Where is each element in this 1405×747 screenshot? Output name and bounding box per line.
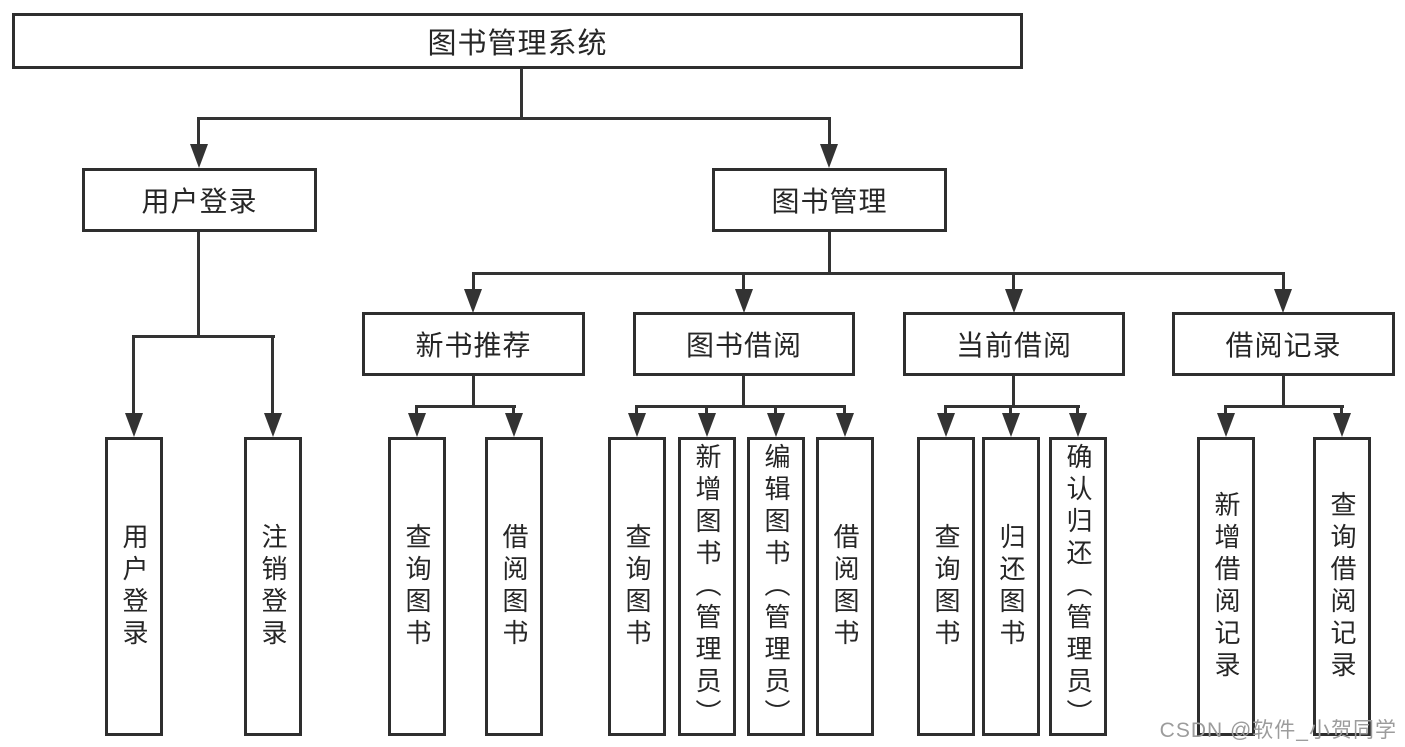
leaf-label: 新增借阅记录: [1211, 490, 1241, 683]
node-leaf-edit-book-admin: 编辑图书（管理员）: [747, 437, 805, 736]
connector-bookborrow-vline: [742, 375, 745, 407]
node-new-books: 新书推荐: [362, 312, 585, 376]
connector-stem: [271, 335, 274, 416]
arrowhead-down-icon: [1005, 289, 1023, 313]
arrowhead-down-icon: [820, 144, 838, 168]
connector-stem: [415, 405, 418, 416]
node-root: 图书管理系统: [12, 13, 1023, 69]
node-user-login: 用户登录: [82, 168, 317, 232]
arrowhead-down-icon: [1274, 289, 1292, 313]
arrowhead-down-icon: [767, 413, 785, 437]
node-leaf-borrow-books-2: 借阅图书: [816, 437, 874, 736]
connector-stem: [843, 405, 846, 416]
node-current-borrow-label: 当前借阅: [955, 330, 1072, 361]
connector-root-hline: [197, 117, 831, 120]
connector-stem: [1224, 405, 1227, 416]
leaf-label: 确认归还（管理员）: [1063, 442, 1093, 731]
node-leaf-add-borrow-record: 新增借阅记录: [1197, 437, 1255, 736]
node-borrow-records-label: 借阅记录: [1225, 330, 1342, 361]
connector-stem: [944, 405, 947, 416]
arrowhead-down-icon: [836, 413, 854, 437]
arrowhead-down-icon: [735, 289, 753, 313]
node-root-label: 图书管理系统: [427, 28, 608, 60]
arrowhead-down-icon: [125, 413, 143, 437]
arrowhead-down-icon: [698, 413, 716, 437]
arrowhead-down-icon: [264, 413, 282, 437]
connector-stem: [828, 117, 831, 146]
connector-newbooks-vline: [472, 375, 475, 407]
connector-stem: [774, 405, 777, 416]
connector-bookmgmt-hline: [472, 272, 1285, 275]
arrowhead-down-icon: [408, 413, 426, 437]
node-leaf-query-borrow-record: 查询借阅记录: [1313, 437, 1371, 736]
node-book-borrow: 图书借阅: [633, 312, 855, 376]
connector-stem: [742, 272, 745, 292]
node-borrow-records: 借阅记录: [1172, 312, 1395, 376]
leaf-label: 查询图书: [622, 522, 652, 651]
node-leaf-logout: 注销登录: [244, 437, 302, 736]
arrowhead-down-icon: [464, 289, 482, 313]
connector-stem: [1012, 272, 1015, 292]
leaf-label: 用户登录: [119, 522, 149, 651]
node-book-mgmt: 图书管理: [712, 168, 947, 232]
node-leaf-query-books-3: 查询图书: [917, 437, 975, 736]
leaf-label: 新增图书（管理员）: [692, 442, 722, 731]
node-book-borrow-label: 图书借阅: [685, 330, 802, 361]
connector-stem: [472, 272, 475, 292]
node-new-books-label: 新书推荐: [415, 330, 532, 361]
leaf-label: 注销登录: [258, 522, 288, 651]
connector-stem: [1009, 405, 1012, 416]
connector-records-hline: [1224, 405, 1344, 408]
arrowhead-down-icon: [1217, 413, 1235, 437]
node-leaf-confirm-return-admin: 确认归还（管理员）: [1049, 437, 1107, 736]
connector-stem: [705, 405, 708, 416]
leaf-label: 借阅图书: [499, 522, 529, 651]
leaf-label: 查询借阅记录: [1327, 490, 1357, 683]
connector-root-vline: [520, 68, 523, 117]
arrowhead-down-icon: [628, 413, 646, 437]
node-user-login-label: 用户登录: [141, 186, 258, 217]
node-leaf-query-books-1: 查询图书: [388, 437, 446, 736]
leaf-label: 编辑图书（管理员）: [761, 442, 791, 731]
node-current-borrow: 当前借阅: [903, 312, 1125, 376]
arrowhead-down-icon: [1333, 413, 1351, 437]
connector-userlogin-hline: [132, 335, 275, 338]
node-leaf-borrow-books-1: 借阅图书: [485, 437, 543, 736]
arrowhead-down-icon: [1069, 413, 1087, 437]
connector-userlogin-vline: [197, 232, 200, 337]
connector-bookmgmt-vline: [828, 232, 831, 274]
connector-stem: [197, 117, 200, 146]
arrowhead-down-icon: [937, 413, 955, 437]
connector-stem: [635, 405, 638, 416]
node-leaf-user-login: 用户登录: [105, 437, 163, 736]
leaf-label: 归还图书: [996, 522, 1026, 651]
connector-currentborrow-hline: [944, 405, 1080, 408]
node-leaf-add-book-admin: 新增图书（管理员）: [678, 437, 736, 736]
connector-bookborrow-hline: [635, 405, 846, 408]
csdn-watermark: CSDN @软件_小贺同学: [1159, 719, 1397, 742]
connector-currentborrow-vline: [1012, 375, 1015, 407]
leaf-label: 查询图书: [402, 522, 432, 651]
arrowhead-down-icon: [1002, 413, 1020, 437]
connector-stem: [1282, 272, 1285, 292]
leaf-label: 查询图书: [931, 522, 961, 651]
leaf-label: 借阅图书: [830, 522, 860, 651]
arrowhead-down-icon: [190, 144, 208, 168]
connector-records-vline: [1282, 375, 1285, 407]
connector-stem: [132, 335, 135, 416]
connector-stem: [1340, 405, 1343, 416]
arrowhead-down-icon: [505, 413, 523, 437]
connector-newbooks-hline: [415, 405, 516, 408]
connector-stem: [1076, 405, 1079, 416]
node-leaf-query-books-2: 查询图书: [608, 437, 666, 736]
node-leaf-return-book: 归还图书: [982, 437, 1040, 736]
node-book-mgmt-label: 图书管理: [771, 186, 888, 217]
connector-stem: [512, 405, 515, 416]
